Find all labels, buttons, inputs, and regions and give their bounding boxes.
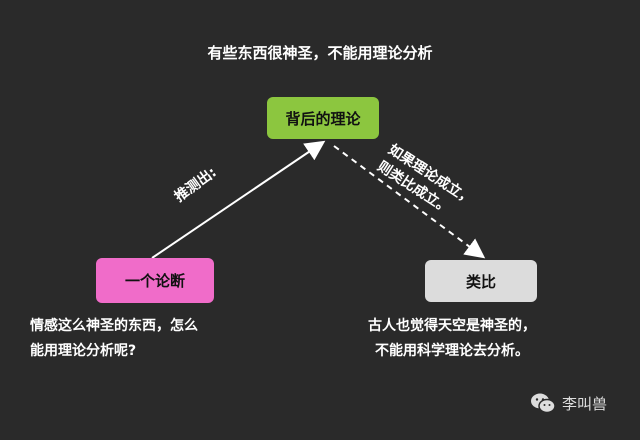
caption-analogy-line1: 古人也觉得天空是神圣的， [368, 318, 536, 334]
caption-assertion-line1: 情感这么神圣的东西，怎么 [30, 318, 198, 334]
infer-arrow [151, 140, 326, 259]
brand-name: 李叫兽 [562, 394, 608, 413]
node-background-theory: 背后的理论 [267, 97, 379, 139]
wechat-icon [531, 393, 556, 414]
node-assertion: 一个论断 [96, 258, 214, 303]
caption-assertion: 情感这么神圣的东西，怎么 能用理论分析呢? [30, 314, 198, 364]
analogy-dashed-arrow [333, 145, 486, 259]
caption-assertion-line2: 能用理论分析呢? [30, 343, 137, 359]
caption-analogy-line2: 不能用科学理论去分析。 [375, 343, 529, 359]
caption-analogy: 古人也觉得天空是神圣的， 不能用科学理论去分析。 [368, 314, 536, 364]
node-analogy: 类比 [425, 260, 537, 302]
top-text: 有些东西很神圣，不能用理论分析 [207, 44, 433, 62]
brand-watermark: 李叫兽 [530, 392, 607, 414]
